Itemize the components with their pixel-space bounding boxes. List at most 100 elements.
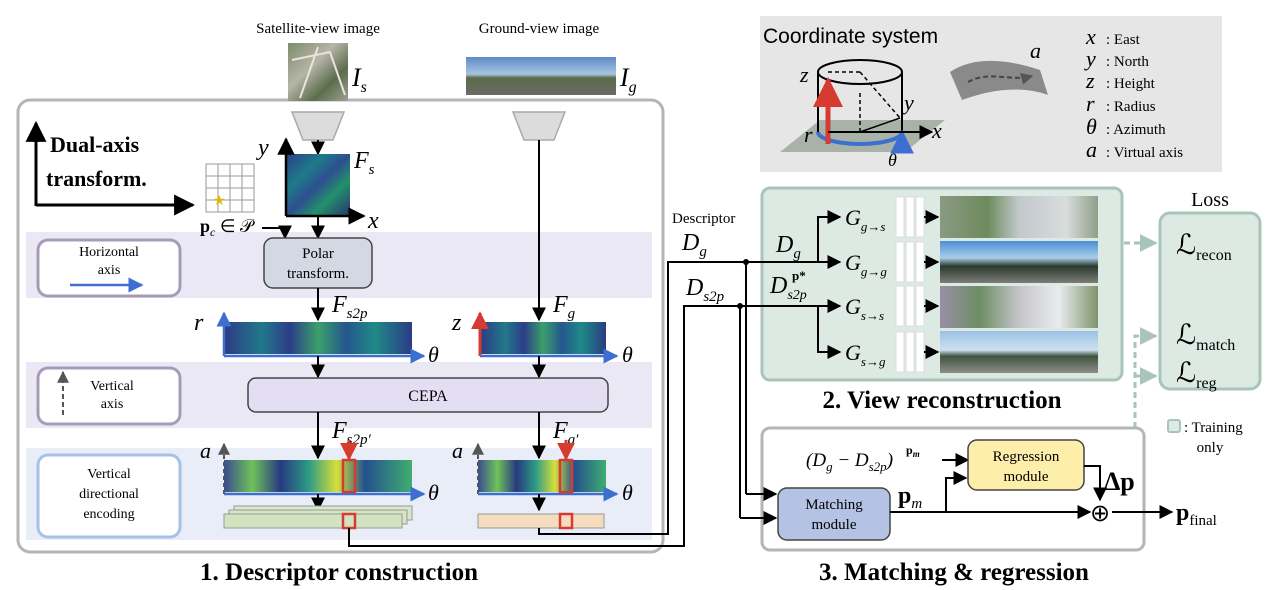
final-symbol: p [1176, 500, 1189, 526]
delta-to-sum [1084, 465, 1107, 502]
ig-symbol: I [619, 63, 630, 92]
matching-label-1: Matching [805, 497, 863, 513]
loss-recon: ℒrecon [1176, 230, 1232, 264]
gen-2-sub: s→s [861, 308, 884, 323]
pm-to-regression [945, 471, 968, 512]
r-axis-label: r [194, 310, 204, 336]
reg-in-d-sub: s2p [869, 459, 888, 474]
ds2p-label: Ds2p [685, 275, 725, 305]
loss-recon-sub: recon [1196, 247, 1232, 264]
reg-in-sup: pm [906, 443, 920, 459]
loss-reg-symbol: ℒ [1176, 358, 1196, 389]
section-1-title: 1. Descriptor construction [200, 559, 478, 586]
final-label: pfinal [1176, 500, 1217, 529]
fs-symbol: F [353, 148, 369, 174]
pm-symbol: p [898, 483, 911, 509]
virtual-axis-surface [950, 60, 1048, 100]
regression-label-1: Regression [993, 449, 1060, 465]
reg-in-d-sup-sub: m [913, 449, 920, 459]
loss-title: Loss [1191, 189, 1229, 211]
training-only-swatch [1167, 419, 1181, 433]
z-axis-label: z [451, 310, 462, 336]
desc-bar-left [223, 513, 403, 529]
dg-right-symbol: D [775, 232, 793, 258]
fs-feature-map [286, 154, 350, 216]
fgp-symbol: F [552, 418, 568, 444]
satellite-roads [291, 46, 346, 99]
gen-3-symbol: G [845, 340, 861, 365]
theta-axis-label-1: θ [428, 342, 439, 367]
desc-red-right [558, 512, 574, 530]
matching-module-box [777, 487, 891, 541]
dstar-sub: s2p [787, 288, 806, 303]
gen-1-symbol: G [845, 250, 861, 275]
ground-caption: Ground-view image [479, 21, 600, 37]
grid-icon [205, 163, 255, 213]
coord-x-label: x [931, 118, 942, 143]
legend-sym-1: y [1084, 46, 1096, 71]
is-sub: s [361, 79, 367, 96]
ds2p-symbol: D [685, 275, 703, 301]
fs-y-label: y [256, 135, 269, 161]
recon-image-1 [940, 241, 1098, 283]
horizontal-axis-box [36, 238, 182, 298]
regression-input-label: (Dg − Ds2p) [806, 450, 893, 474]
reg-in-minus: − [833, 450, 855, 471]
red-column-left [341, 458, 357, 494]
fg-sub: g [568, 306, 576, 322]
final-sub: final [1189, 513, 1217, 529]
fs-label: Fs [353, 148, 375, 178]
dual-axis-line1: Dual-axis [50, 132, 140, 157]
dg-connector [538, 261, 746, 535]
satellite-encoder [290, 111, 346, 141]
gen-1-label: Gg→g [845, 250, 887, 279]
fg-label: Fg [552, 292, 576, 322]
dstar-symbol: D [769, 273, 787, 299]
reg-in-close: ) [886, 450, 893, 471]
pc-symbol: p [200, 216, 210, 236]
satellite-caption: Satellite-view image [256, 21, 380, 37]
training-only-1: : Training [1184, 420, 1243, 436]
polar-label-1: Polar [302, 246, 334, 262]
fgp-label: Fg′ [552, 418, 579, 448]
recon-image-0 [940, 196, 1098, 238]
theta-axis-label-3: θ [428, 480, 439, 505]
decoder-blocks [895, 196, 925, 373]
fg-feature-map [480, 322, 606, 354]
horizontal-label-1: Horizontal [79, 245, 139, 260]
dg-sub: g [699, 244, 707, 260]
dual-axis-line2: transform. [46, 166, 147, 191]
coord-z-label: z [799, 62, 809, 87]
gen-0-symbol: G [845, 205, 861, 230]
dg-right-label: Dg [775, 232, 801, 262]
virtual-a-label: a [1030, 38, 1041, 63]
pc-rest: ∈ 𝒫 [215, 216, 255, 236]
fs2pp-feature-map [224, 460, 412, 492]
is-label: Is [351, 63, 367, 96]
dg-symbol: D [681, 230, 699, 256]
ds2p-sub: s2p [703, 289, 724, 305]
reg-in-d: D [854, 450, 869, 471]
training-only-2: only [1197, 440, 1224, 456]
is-symbol: I [351, 63, 362, 92]
vde-label-2: directional [79, 487, 139, 502]
dstar-label: Ds2p [769, 273, 807, 303]
star-icon: ★ [213, 194, 226, 209]
coord-radius [859, 117, 901, 133]
pc-arrow-icon [262, 225, 292, 240]
coord-r-label: r [804, 122, 813, 147]
match-loss-arrow [1133, 327, 1158, 428]
theta-arc-icon [816, 129, 914, 154]
fs2p-sub: s2p [347, 306, 368, 322]
legend-desc-1: : North [1106, 54, 1149, 70]
loss-match-symbol: ℒ [1176, 320, 1196, 351]
dg-label: Dg [681, 230, 707, 260]
a-axis-label-1: a [200, 438, 211, 463]
gen-1-sub: g→g [861, 264, 888, 279]
reg-in-d-sup: p [906, 443, 913, 457]
gen-3-label: Gs→g [845, 340, 886, 369]
vertical-label-1: Vertical [90, 379, 134, 394]
loss-panel [1158, 211, 1262, 391]
coord-y-label: y [902, 90, 914, 115]
fs-sub: s [369, 162, 375, 178]
